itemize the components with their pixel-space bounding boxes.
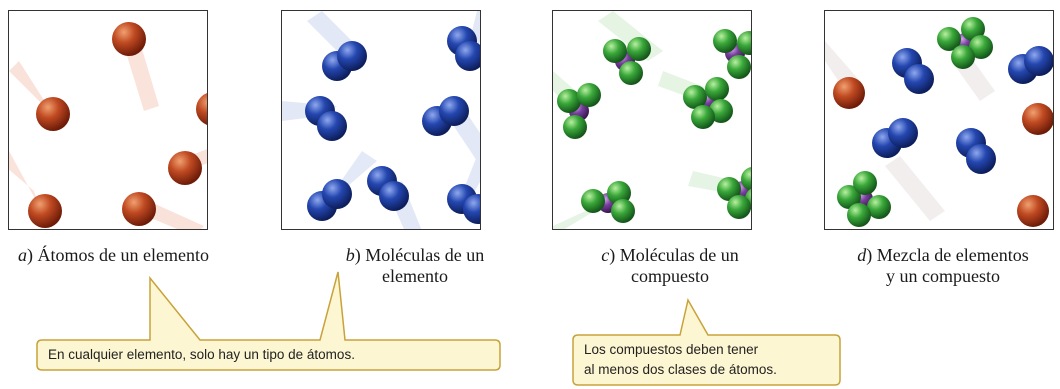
callout-compounds-line1: Los compuestos deben tener: [584, 342, 759, 357]
blue-molecule: [422, 96, 469, 136]
caption-text-2: compuesto: [631, 266, 709, 286]
blue-molecule: [322, 41, 367, 81]
caption-text: Moléculas de un: [365, 245, 485, 265]
compound-molecule: [713, 29, 751, 79]
mixture-illustration: [825, 17, 1053, 227]
panel-atoms-of-element: [8, 10, 208, 230]
compound-molecule: [837, 171, 891, 227]
red-atom: [196, 93, 207, 125]
caption-b: b) Moléculas de un elemento: [345, 245, 485, 286]
caption-letter: b: [345, 245, 355, 265]
panel-molecules-of-compound: [552, 10, 752, 230]
compound-molecule: [581, 181, 635, 223]
red-atom: [1017, 195, 1049, 227]
caption-text-2: y un compuesto: [886, 266, 1000, 286]
caption-text: Átomos de un elemento: [37, 245, 209, 265]
compound-molecule: [717, 167, 751, 219]
caption-d: d) Mezcla de elementos y un compuesto: [857, 245, 1029, 286]
callout-compounds: Los compuestos deben tener al menos dos …: [584, 340, 777, 380]
red-atom: [122, 192, 156, 226]
red-atom: [112, 22, 146, 56]
blue-molecule: [892, 48, 934, 94]
compound-molecule: [683, 77, 733, 129]
caption-text: Moléculas de un: [619, 245, 739, 265]
panel-mixture: [824, 10, 1054, 230]
blue-molecule: [956, 128, 996, 174]
red-atom: [28, 194, 62, 228]
blue-molecule: [1008, 46, 1053, 84]
callout-elements: En cualquier elemento, solo hay un tipo …: [48, 345, 355, 365]
red-atom: [1022, 103, 1053, 135]
red-atom: [168, 151, 202, 185]
molecules-illustration: [282, 11, 480, 229]
caption-letter: d: [857, 245, 867, 265]
caption-a: a) Átomos de un elemento: [18, 245, 209, 265]
caption-c: c) Moléculas de un compuesto: [601, 245, 739, 286]
caption-text-2: elemento: [382, 266, 448, 286]
callout-elements-text: En cualquier elemento, solo hay un tipo …: [48, 347, 355, 362]
compound-molecule: [937, 17, 993, 69]
caption-text: Mezcla de elementos: [876, 245, 1029, 265]
blue-molecule: [447, 184, 480, 224]
blue-molecule: [367, 166, 409, 211]
blue-molecule: [447, 26, 480, 71]
panel-molecules-of-element: [281, 10, 481, 230]
atoms-illustration: [9, 22, 207, 229]
blue-molecule: [872, 118, 918, 158]
red-atom: [833, 77, 865, 109]
compound-illustration: [553, 11, 751, 229]
caption-letter: c: [601, 245, 610, 265]
blue-molecule: [307, 179, 352, 221]
blue-molecule: [305, 96, 347, 141]
compound-molecule: [557, 83, 601, 139]
caption-letter: a: [18, 245, 27, 265]
callout-compounds-line2: al menos dos clases de átomos.: [584, 362, 777, 377]
red-atom: [36, 97, 70, 131]
compound-molecule: [603, 37, 651, 85]
